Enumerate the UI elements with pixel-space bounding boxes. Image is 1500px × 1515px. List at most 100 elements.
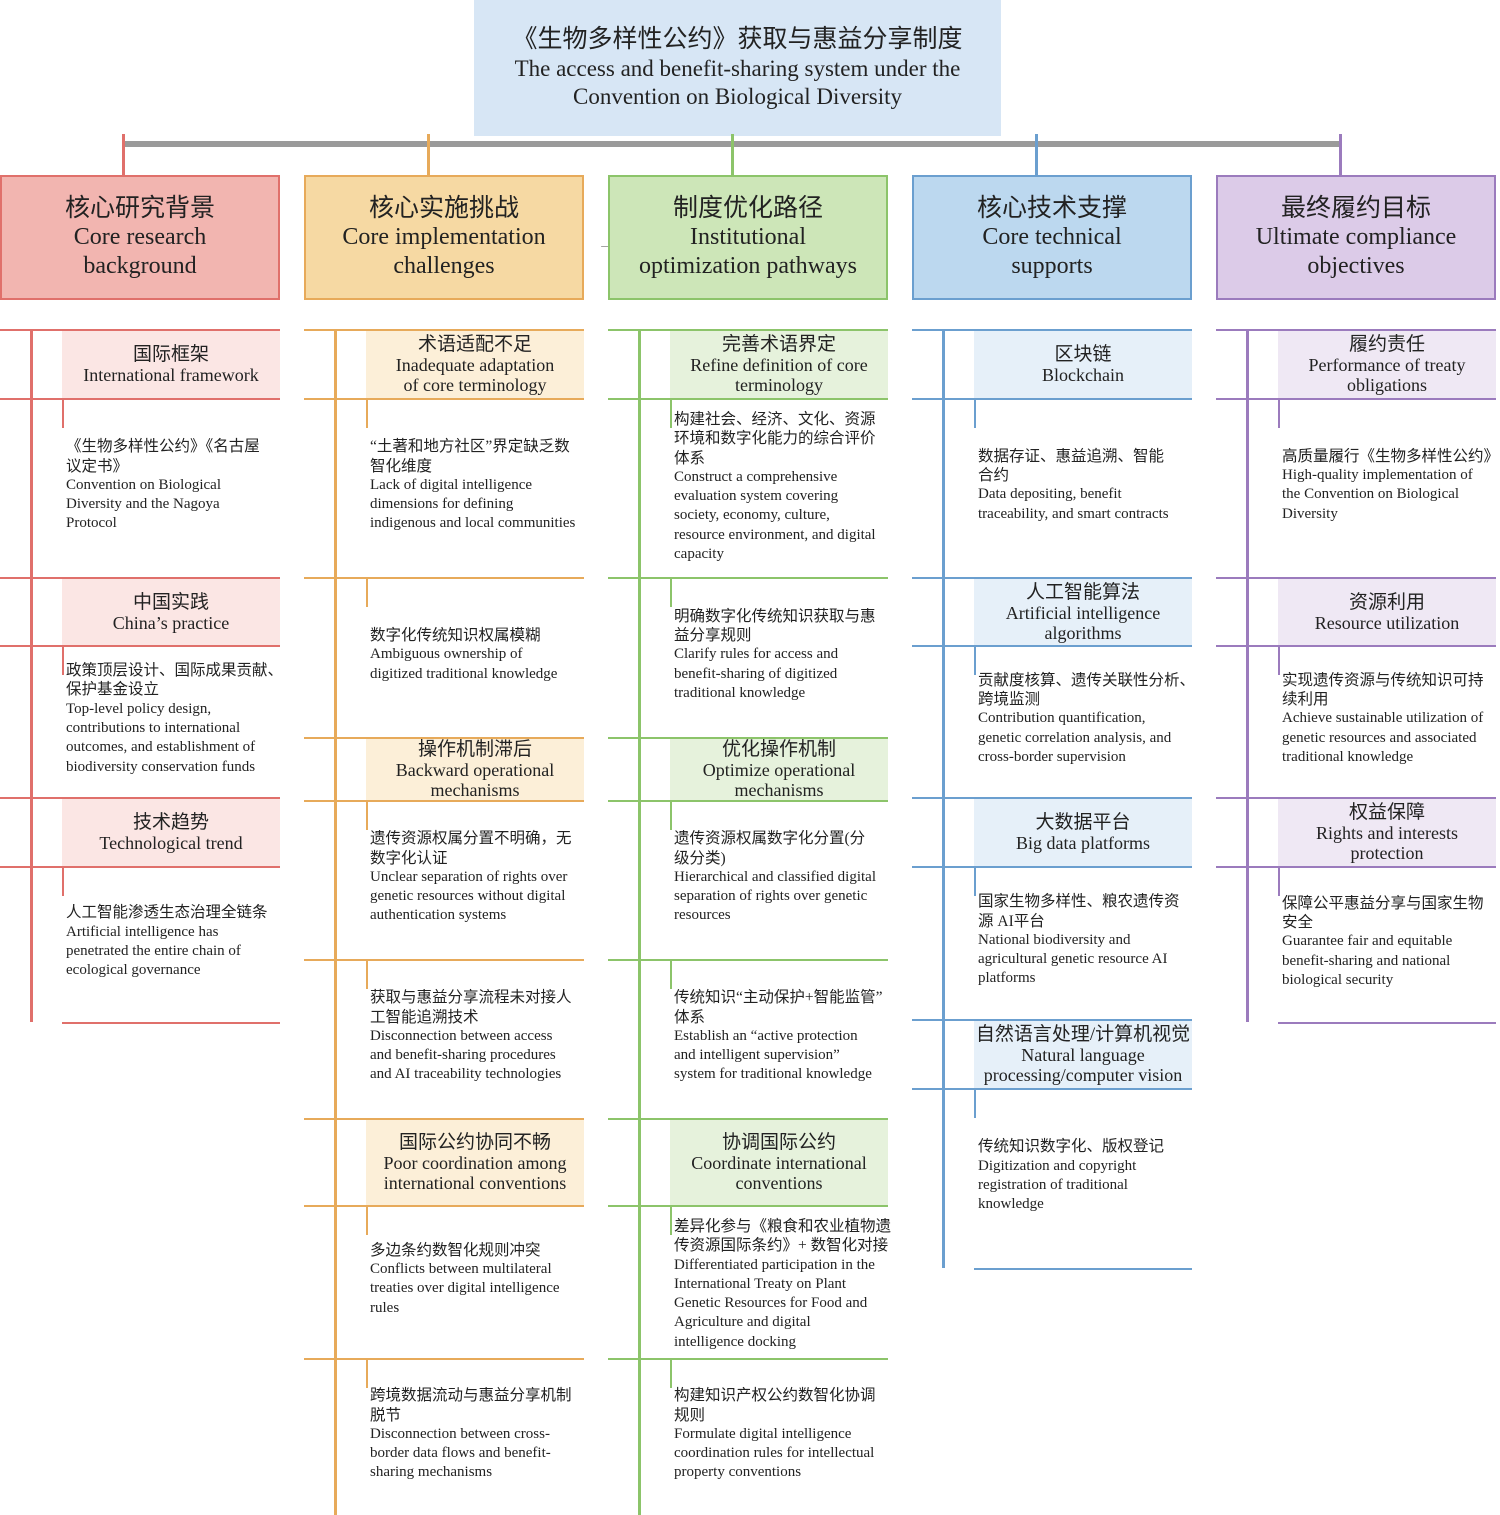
section-title-en-line: algorithms <box>1044 622 1122 643</box>
item-text-zh-line: 数字化认证 <box>370 849 448 867</box>
item-text-en-line: knowledge <box>978 1196 1044 1213</box>
item-text-en-line: Establish an “active protection <box>674 1027 858 1044</box>
purple-section-bottom-rule <box>1216 645 1496 647</box>
root-title-zh: 《生物多样性公约》获取与惠益分享制度 <box>512 26 963 53</box>
green-section-bottom-rule <box>608 398 888 400</box>
section-title-zh: 自然语言处理/计算机视觉 <box>975 1024 1191 1045</box>
section-title-en-line: China’s practice <box>112 612 230 633</box>
item-text-en-line: Conflicts between multilateral <box>370 1261 552 1278</box>
orange-branch-tick <box>304 737 366 739</box>
item-text-zh-line: 构建社会、经济、文化、资源 <box>674 411 876 428</box>
section-title-en-line: Coordinate international <box>691 1153 867 1173</box>
root-title-box: 《生物多样性公约》获取与惠益分享制度 The access and benefi… <box>474 0 1001 136</box>
category-title-en-line: Core research <box>73 224 207 250</box>
purple-branch-tick <box>1216 797 1278 799</box>
category-title-en-line: background <box>83 253 197 279</box>
purple-section-bottom-rule <box>1216 866 1496 868</box>
item-text-en-line: treaties over digital intelligence <box>370 1280 560 1297</box>
purple-section-top-rule <box>1278 577 1496 579</box>
orange-section-bottom-rule <box>304 1205 584 1207</box>
section-title-zh: 资源利用 <box>1348 591 1425 613</box>
section-title-en-line: mechanisms <box>734 780 824 800</box>
item-text-zh-line: 明确数字化传统知识获取与惠 <box>674 607 876 625</box>
section-title-en-line: Backward operational <box>395 760 555 780</box>
item-text-zh-line: 体系 <box>674 449 706 467</box>
item-text-en-line: Agriculture and digital <box>674 1314 811 1331</box>
item-text-en-line: Data depositing, benefit <box>978 486 1122 503</box>
section-title-en-line: Big data platforms <box>1016 833 1150 853</box>
category-title-en-line: Institutional <box>690 224 806 250</box>
orange-item-bottom-rule <box>304 577 584 579</box>
green-item-bottom-rule <box>608 577 888 579</box>
green-branch-tick <box>608 329 670 331</box>
blue-stub-connector <box>1035 134 1038 176</box>
item-text-zh-line: 保护基金设立 <box>66 681 160 699</box>
item-text-en-line: benefit-sharing and national <box>1282 952 1451 969</box>
blue-section-top-rule <box>974 797 1192 799</box>
red-stub-connector <box>122 134 125 176</box>
section-title-en: Resource utilization <box>1315 613 1459 633</box>
red-branch-tick <box>0 577 62 579</box>
item-text-en-line: biodiversity conservation funds <box>66 758 256 775</box>
category-title-en-line: supports <box>1011 253 1093 279</box>
orange-item-tick <box>366 577 368 607</box>
green-stub-connector <box>731 134 734 176</box>
section-title-en-line: Natural language <box>1021 1045 1145 1065</box>
purple-stub-connector <box>1339 134 1342 176</box>
purple-item-tick <box>1278 645 1280 675</box>
item-text-zh-line: 益分享规则 <box>674 627 752 645</box>
item-text-en-line: Disconnection between access <box>370 1027 553 1044</box>
item-text-zh-line: 传统知识数字化、版权登记 <box>978 1138 1165 1156</box>
section-title-en-line: processing/computer vision <box>983 1065 1183 1085</box>
item-text-en-line: resources <box>674 907 731 924</box>
item-text-en-line: agricultural genetic resource AI <box>978 951 1168 968</box>
item-text-zh-line: 脱节 <box>370 1406 402 1424</box>
item-text-en-line: Convention on Biological <box>66 476 221 493</box>
category-title-zh: 核心技术支撑 <box>976 195 1127 222</box>
orange-section-top-rule <box>366 737 584 739</box>
green-item-tick <box>670 398 672 428</box>
item-text-en-line: ecological governance <box>66 962 201 979</box>
item-text-en-line: system for traditional knowledge <box>674 1066 872 1083</box>
item-text-en-line: International Treaty on Plant <box>674 1275 847 1292</box>
green-vertical-connector <box>638 329 641 1515</box>
green-section-top-rule <box>670 1118 888 1120</box>
red-vertical-connector <box>30 329 33 1022</box>
orange-stub-connector <box>427 134 430 176</box>
item-text-zh-line: 贡献度核算、遗传关联性分析、 <box>978 671 1196 689</box>
item-text-zh-line: 跨境数据流动与惠益分享机制 <box>370 1387 572 1405</box>
item-text-zh-line: 跨境监测 <box>978 691 1041 709</box>
green-section-bottom-rule <box>608 800 888 802</box>
red-item-tick <box>62 645 64 675</box>
item-text-en-line: rules <box>370 1299 400 1316</box>
red-item-tick <box>62 398 64 428</box>
item-text-en-line: traditional knowledge <box>1282 748 1414 765</box>
item-text-en-line: Diversity and the Nagoya <box>66 496 220 513</box>
section-title-en-line: Blockchain <box>1042 365 1124 385</box>
green-item-bottom-rule <box>608 959 888 961</box>
purple-branch-tick <box>1216 577 1278 579</box>
item-text-zh-line: 安全 <box>1282 914 1314 932</box>
orange-section-bottom-rule <box>304 398 584 400</box>
section-title-zh: 技术趋势 <box>132 812 209 833</box>
item-text-zh-line: 环境和数字化能力的综合评价 <box>674 430 876 448</box>
item-text-en-line: Formulate digital intelligence <box>674 1425 852 1442</box>
item-text-en-line: National biodiversity and <box>978 931 1131 948</box>
